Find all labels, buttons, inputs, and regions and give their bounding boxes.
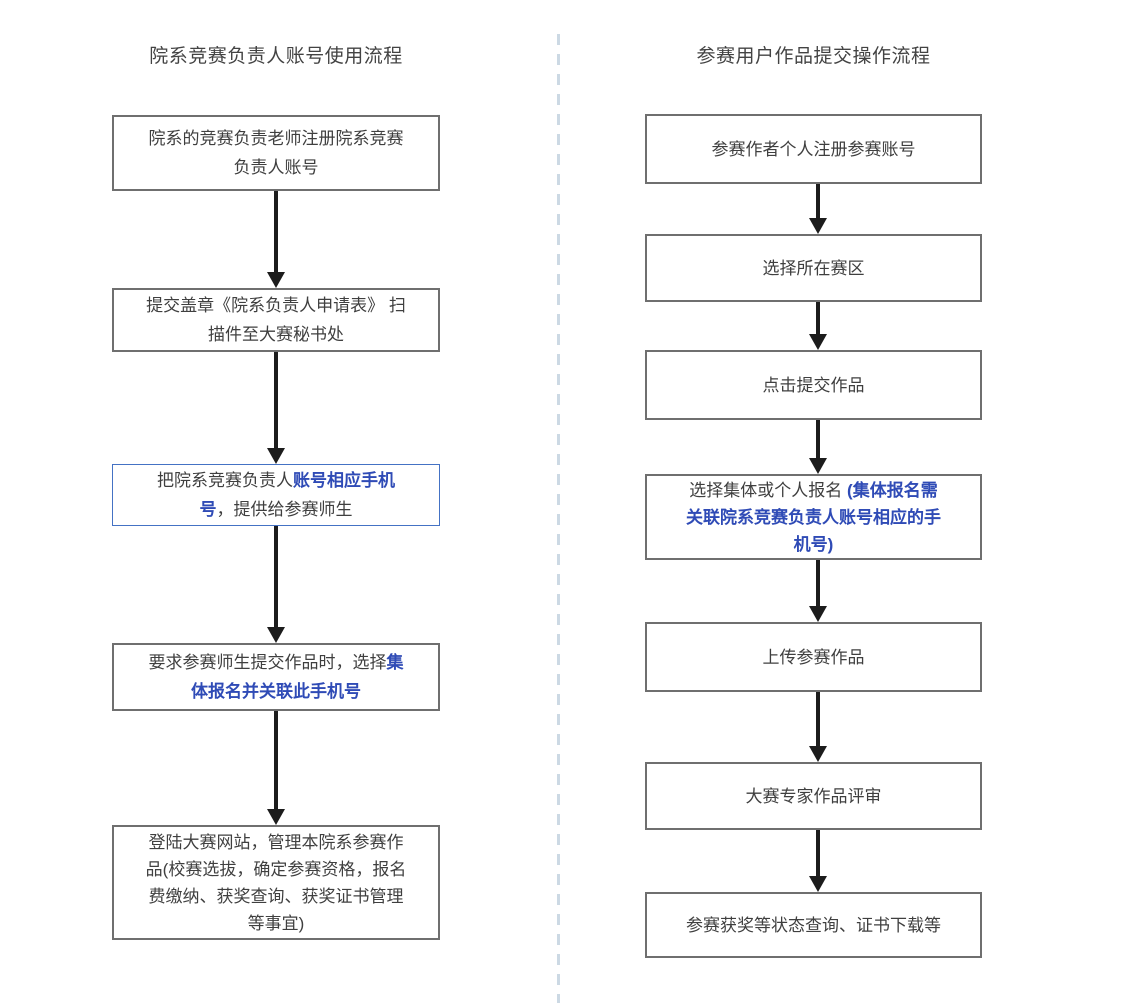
- node-text: 负责人账号: [233, 158, 319, 177]
- highlighted-text: 体报名并关联此手机号: [191, 682, 361, 701]
- arrow-connector-l1-l2: [267, 191, 285, 288]
- highlighted-text: 机号): [793, 534, 834, 554]
- node-text: 大赛专家作品评审: [745, 786, 882, 806]
- flow-node-upload-work[interactable]: 上传参赛作品: [645, 622, 982, 692]
- flow-node-manage-works-on-site[interactable]: 登陆大赛网站，管理本院系参赛作品(校赛选拔，确定参赛资格，报名费缴纳、获奖查询、…: [112, 825, 440, 940]
- node-text: 描件至大赛秘书处: [208, 325, 344, 344]
- node-text: 费缴纳、获奖查询、获奖证书管理: [148, 886, 404, 906]
- flow-node-click-submit-work[interactable]: 点击提交作品: [645, 350, 982, 420]
- arrow-connector-r6-r7: [809, 830, 827, 892]
- node-text: 等事宜): [247, 913, 305, 933]
- highlighted-text: 号: [199, 500, 217, 519]
- arrow-connector-r2-r3: [809, 302, 827, 350]
- arrow-connector-r1-r2: [809, 184, 827, 234]
- node-text: 参赛获奖等状态查询、证书下载等: [686, 915, 941, 935]
- highlighted-text: 集: [386, 653, 404, 672]
- node-text: 选择所在赛区: [762, 258, 865, 278]
- arrow-connector-r3-r4: [809, 420, 827, 474]
- flow-node-expert-review[interactable]: 大赛专家作品评审: [645, 762, 982, 830]
- highlighted-text: (集体报名需: [847, 480, 938, 500]
- arrow-connector-r5-r6: [809, 692, 827, 762]
- flow-node-register-dept-account[interactable]: 院系的竞赛负责老师注册院系竞赛负责人账号: [112, 115, 440, 191]
- left-column-title: 院系竞赛负责人账号使用流程: [149, 46, 403, 67]
- node-text: 上传参赛作品: [762, 647, 865, 667]
- highlighted-text: 账号相应手机: [293, 471, 395, 490]
- node-text: 登陆大赛网站，管理本院系参赛作: [148, 832, 404, 852]
- arrow-connector-l4-l5: [267, 711, 285, 825]
- node-text: 参赛作者个人注册参赛账号: [711, 139, 916, 159]
- node-text: 把院系竞赛负责人: [157, 471, 293, 490]
- node-text: 提交盖章《院系负责人申请表》 扫: [146, 296, 406, 315]
- node-text: 要求参赛师生提交作品时，选择: [148, 653, 387, 672]
- column-divider: [557, 34, 560, 1003]
- flow-node-choose-group-or-individual[interactable]: 选择集体或个人报名 (集体报名需关联院系竞赛负责人账号相应的手机号): [645, 474, 982, 560]
- flow-node-submit-application-form[interactable]: 提交盖章《院系负责人申请表》 扫描件至大赛秘书处: [112, 288, 440, 352]
- right-column-title: 参赛用户作品提交操作流程: [696, 46, 931, 67]
- flow-node-select-region[interactable]: 选择所在赛区: [645, 234, 982, 302]
- node-text: 品(校赛选拔，确定参赛资格，报名: [145, 859, 407, 879]
- flow-node-provide-phone-number[interactable]: 把院系竞赛负责人账号相应手机号，提供给参赛师生: [112, 464, 440, 526]
- node-text: 院系的竞赛负责老师注册院系竞赛: [148, 129, 404, 148]
- arrow-connector-l2-l3: [267, 352, 285, 464]
- arrow-connector-l3-l4: [267, 526, 285, 643]
- arrow-connector-r4-r5: [809, 560, 827, 622]
- flow-node-require-group-signup[interactable]: 要求参赛师生提交作品时，选择集体报名并关联此手机号: [112, 643, 440, 711]
- flow-node-register-contestant-account[interactable]: 参赛作者个人注册参赛账号: [645, 114, 982, 184]
- highlighted-text: 关联院系竞赛负责人账号相应的手: [686, 507, 941, 527]
- flow-node-award-status-certificate[interactable]: 参赛获奖等状态查询、证书下载等: [645, 892, 982, 958]
- node-text: ，提供给参赛师生: [216, 500, 353, 519]
- node-text: 点击提交作品: [762, 375, 865, 395]
- node-text: 选择集体或个人报名: [689, 480, 848, 500]
